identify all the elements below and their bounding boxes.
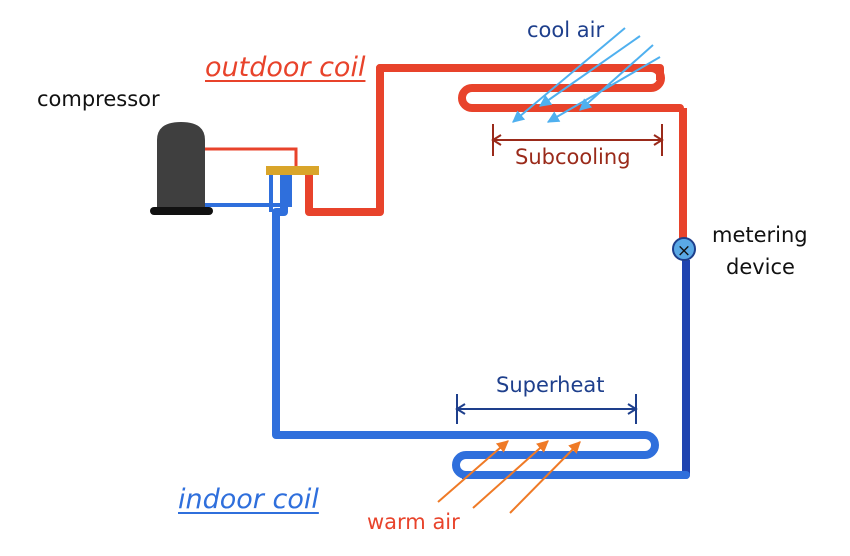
cool-air-arrow: [546, 56, 661, 123]
subcooling-bracket: [491, 124, 664, 156]
compressor-suction-line: [204, 174, 292, 207]
suction-line: [272, 174, 288, 435]
warm-air-arrow: [509, 441, 581, 514]
metering-symbol: ×: [677, 241, 691, 261]
cool-air-arrow: [512, 27, 626, 123]
warm-air-arrow: [472, 440, 549, 509]
compressor-discharge-line: [204, 147, 298, 170]
indoor-coil: [272, 431, 690, 479]
warm-air-label: warm air: [367, 510, 460, 534]
metering-device-label-line2: device: [726, 255, 795, 279]
compressor-body: [157, 122, 205, 207]
outdoor-coil: [376, 64, 684, 112]
metering-device-label-line1: metering: [712, 223, 808, 247]
cool-air-arrow: [539, 35, 641, 107]
cool-air-arrow: [579, 44, 654, 111]
superheat-label: Superheat: [496, 373, 605, 397]
warm-air-arrow: [437, 440, 509, 503]
metering-device: [672, 237, 696, 261]
compressor-label: compressor: [37, 87, 160, 111]
cool-air-label: cool air: [527, 18, 605, 42]
outdoor-coil-label: outdoor coil: [205, 52, 366, 83]
superheat-bracket: [455, 394, 638, 424]
indoor-coil-label: indoor coil: [178, 484, 319, 515]
reversing-valve: [266, 166, 319, 175]
compressor-base: [150, 207, 213, 215]
subcooling-label: Subcooling: [515, 145, 631, 169]
